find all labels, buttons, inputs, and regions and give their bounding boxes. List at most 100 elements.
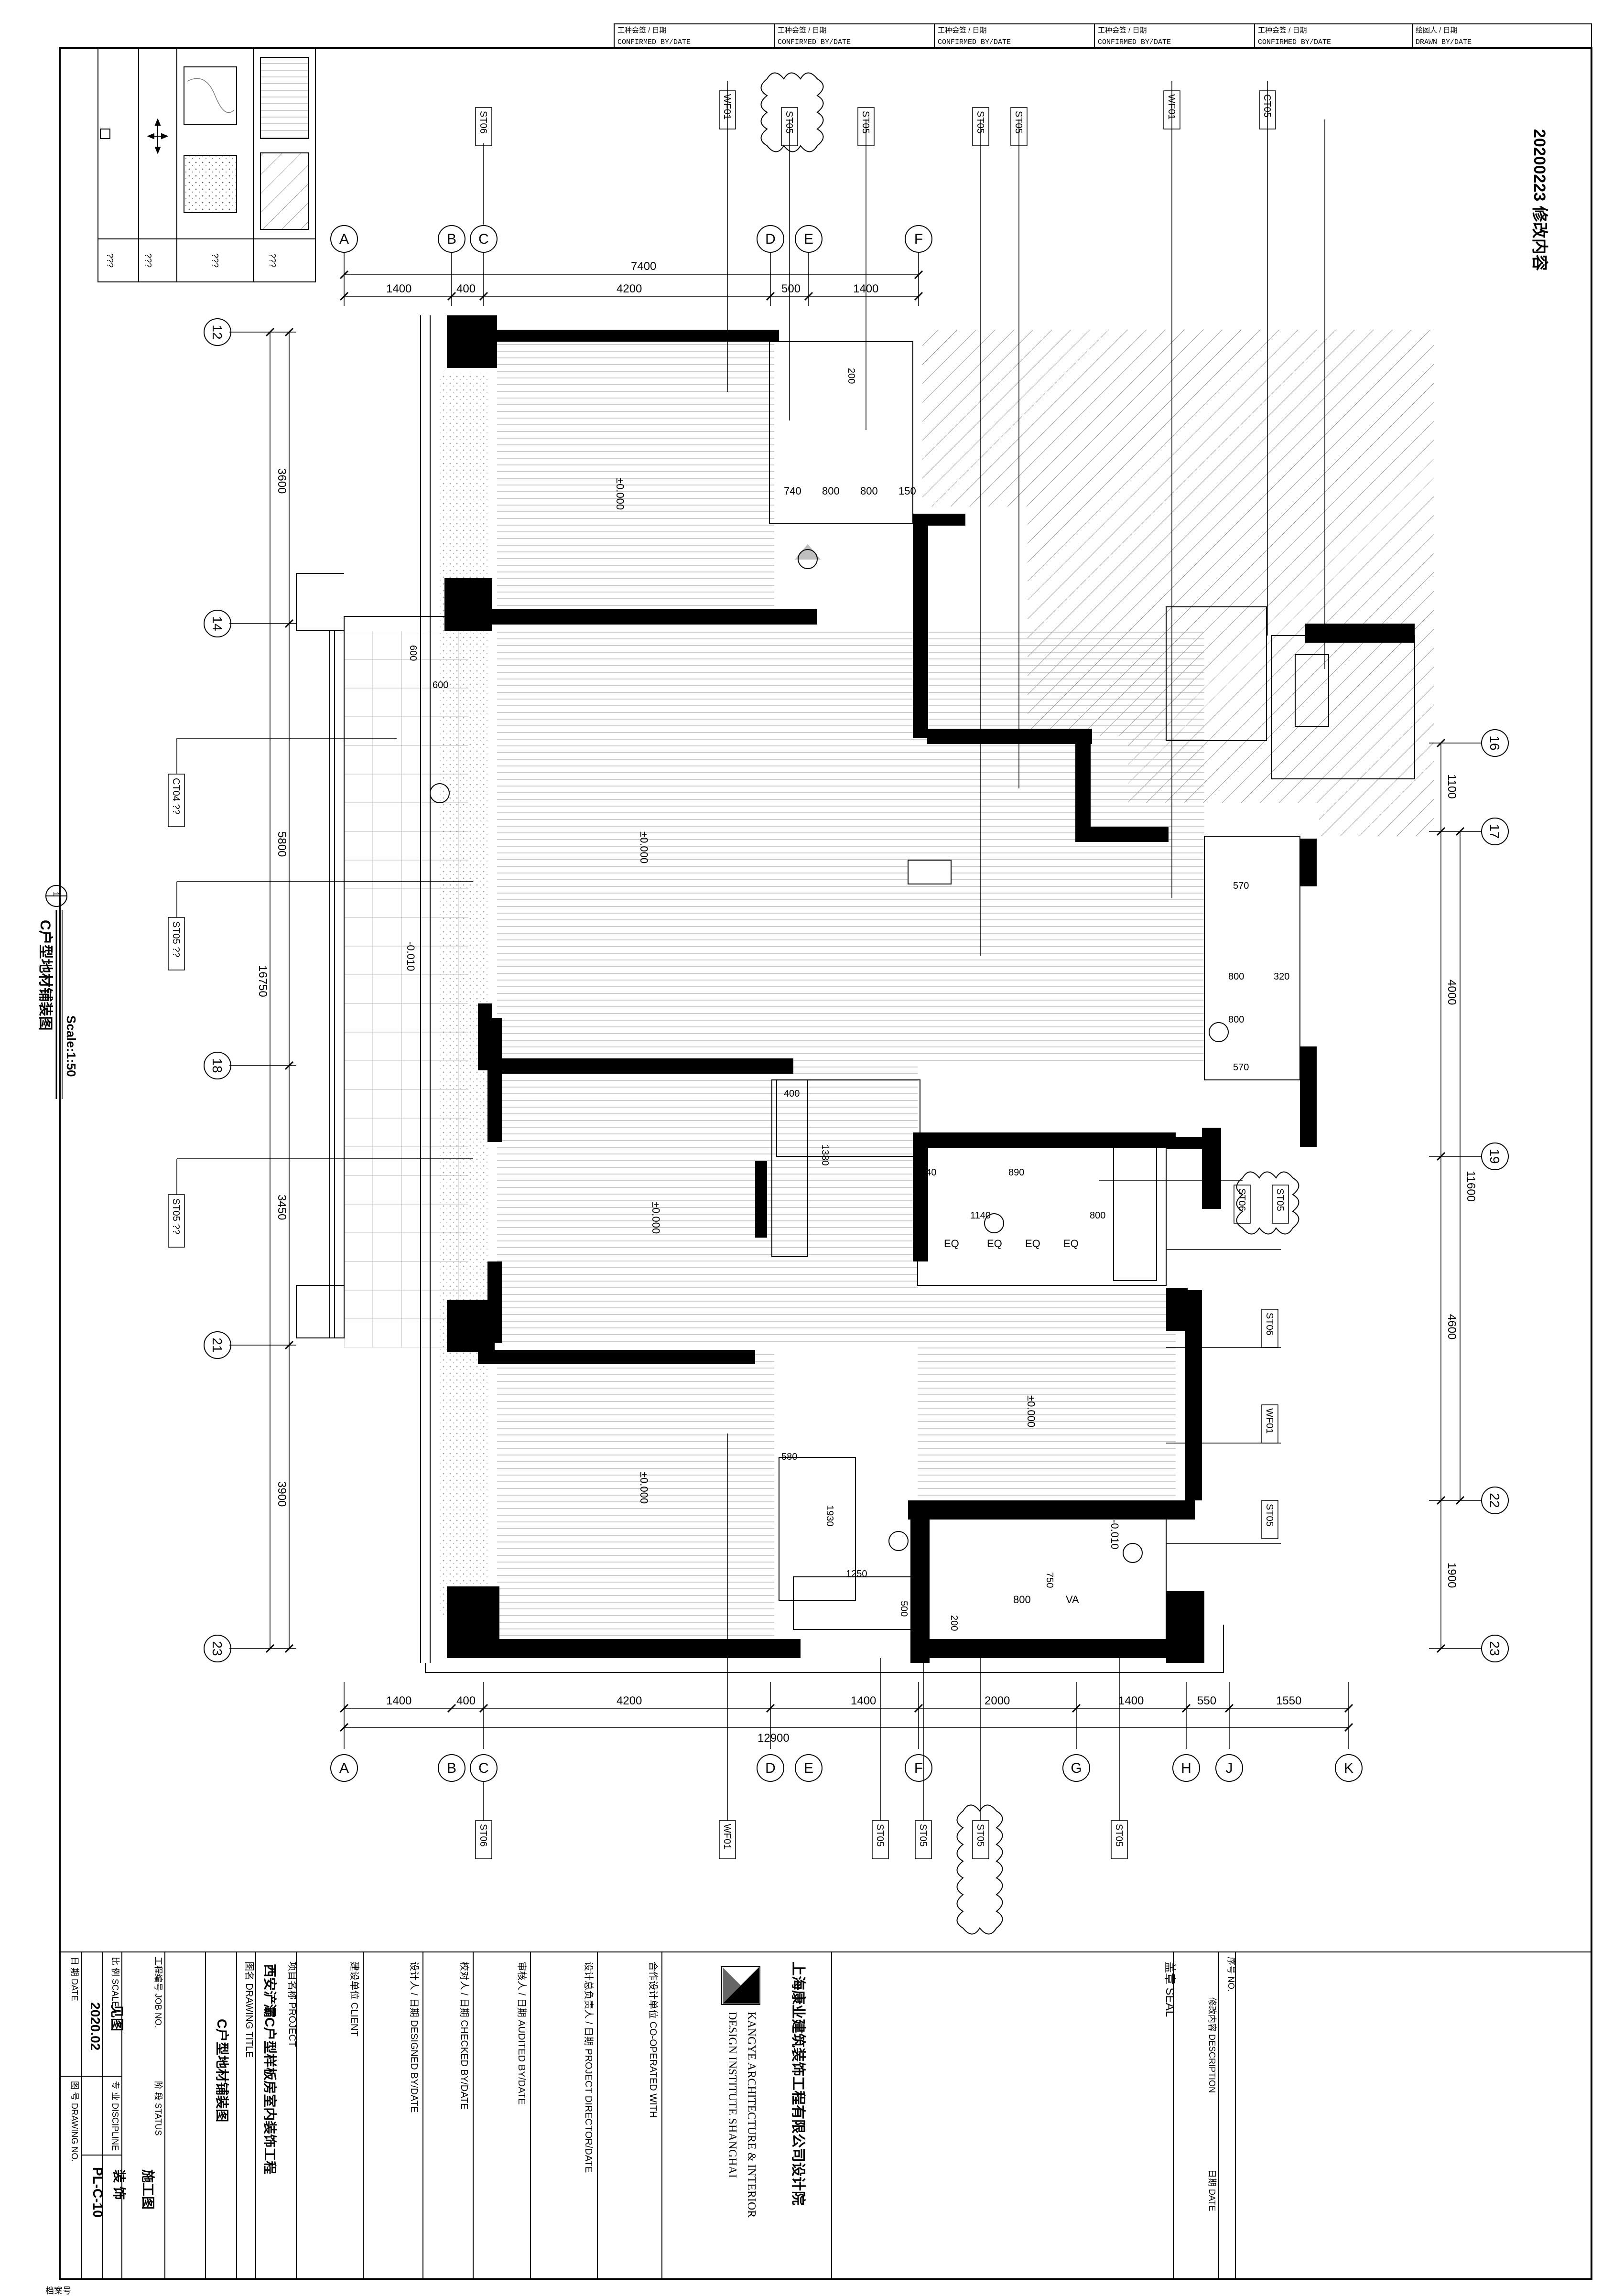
- tb-audited: 审核人 / 日期 AUDITED BY/DATE: [516, 1962, 527, 2105]
- tb-drawing-no-value: PL-C-10: [90, 2167, 105, 2218]
- approval-3-cn: 工种会签 / 日期: [1098, 26, 1147, 34]
- grid-left-21: 21: [210, 1337, 225, 1352]
- company-cn: 上海康业建筑装饰工程有限公司设计院: [790, 1962, 806, 2205]
- stone-swatch: [260, 152, 309, 230]
- sd-20: EQ: [1063, 1238, 1079, 1250]
- tag-left-2: ST05 ??: [171, 1198, 181, 1235]
- sd-6: 570: [1233, 881, 1249, 891]
- grid-bot-A: A: [339, 1760, 349, 1776]
- approval-2-en: CONFIRMED BY/DATE: [938, 38, 1011, 46]
- tb-rev-no: 序号 NO.: [1226, 1957, 1236, 1992]
- grid-top-A: A: [339, 231, 349, 247]
- level-3: ±0.000: [638, 1472, 650, 1504]
- tb-client: 建设单位 CLIENT: [349, 1962, 360, 2037]
- kitchen-island: [908, 860, 952, 884]
- tag-right-0: ST06: [1236, 1188, 1247, 1211]
- interior-partitions: [769, 341, 1415, 1644]
- tag-top-6: WF01: [1166, 94, 1177, 119]
- tag-bot-4: ST05: [975, 1824, 985, 1847]
- grid-right-17: 17: [1487, 824, 1502, 839]
- tb-scale-label: 比 例 SCALE: [110, 1957, 120, 2007]
- tb-status-label: 阶 段 STATUS: [153, 2081, 163, 2135]
- tag-top-4: ST05: [975, 111, 985, 134]
- sd-24: 800: [1013, 1594, 1031, 1606]
- drawing-title-side: [45, 885, 67, 1099]
- tb-discipline-label: 专 业 DISCIPLINE: [110, 2081, 120, 2151]
- sd-14: 890: [1008, 1167, 1024, 1178]
- structural-walls: [444, 315, 1415, 1663]
- sd-2: 800: [822, 485, 840, 497]
- small-dimensions: 200 740 800 800 150 600 600 570 800 320 …: [408, 368, 1289, 1631]
- tag-bot-3: ST05: [918, 1824, 928, 1847]
- legend-label-3: ???: [268, 253, 277, 268]
- material-tags-top: [475, 81, 1325, 956]
- dim-right-seg-1: 4000: [1445, 980, 1458, 1005]
- dim-bot-seg-7: 1550: [1276, 1694, 1301, 1707]
- tag-right-1: ST05: [1275, 1188, 1285, 1211]
- tb-drawing-no-label: 图 号 DRAWING NO.: [70, 2081, 79, 2162]
- sd-9: 800: [1228, 1014, 1244, 1025]
- approval-5-en: DRAWN BY/DATE: [1416, 38, 1472, 46]
- title-block-texts: 上海康业建筑装饰工程有限公司设计院 KANGYE ARCHITECTURE & …: [45, 1957, 1236, 2296]
- material-tags-right: [1099, 1171, 1299, 1544]
- material-legend: ??? ??? ??? ???: [97, 47, 316, 282]
- grid-left-18: 18: [210, 1058, 225, 1073]
- grid-left-12: 12: [210, 324, 225, 339]
- revision-note: 20200223 修改内容: [1530, 129, 1548, 271]
- tb-scale-value: 见图: [109, 2005, 124, 2031]
- revision-cloud-top: [760, 72, 824, 152]
- sd-7: 800: [1228, 971, 1244, 982]
- grid-bot-G: G: [1071, 1760, 1082, 1776]
- sd-10: 570: [1233, 1062, 1249, 1073]
- grid-top-B: B: [447, 231, 456, 247]
- balcony-outline: [296, 315, 1224, 1673]
- sd-3: 150: [898, 485, 916, 497]
- sd-22: 1930: [824, 1505, 835, 1527]
- sd-19: EQ: [1025, 1238, 1040, 1250]
- sd-18: EQ: [987, 1238, 1002, 1250]
- grid-bot-B: B: [447, 1760, 456, 1776]
- tag-right-2: ST06: [1264, 1313, 1275, 1336]
- sd-1: 740: [784, 485, 801, 497]
- approval-3-en: CONFIRMED BY/DATE: [1098, 38, 1171, 46]
- grid-bubbles-left: [204, 318, 231, 1662]
- sd-17: EQ: [944, 1238, 959, 1250]
- tag-bot-0: ST06: [478, 1824, 488, 1847]
- dim-left-seg-2: 3450: [275, 1195, 288, 1220]
- sd-16: 800: [1090, 1210, 1105, 1221]
- dim-top-seg-1: 400: [456, 282, 476, 295]
- tb-status-value: 施工图: [141, 2169, 155, 2210]
- sd-12: 1380: [820, 1144, 830, 1166]
- level-1: ±0.000: [638, 831, 650, 863]
- grid-right-19: 19: [1487, 1149, 1502, 1164]
- dim-bot-seg-1: 400: [456, 1694, 476, 1707]
- dims-right: [1436, 738, 1465, 1653]
- sd-8: 320: [1274, 971, 1289, 982]
- sd-4: 600: [408, 645, 418, 661]
- dim-right-seg-3: 1900: [1445, 1563, 1458, 1588]
- approval-4-en: CONFIRMED BY/DATE: [1258, 38, 1331, 46]
- sd-0: 200: [846, 368, 856, 384]
- dim-right-seg-2: 4600: [1445, 1314, 1458, 1339]
- grid-left-14: 14: [210, 616, 225, 631]
- tag-top-3: ST05: [860, 111, 871, 134]
- approval-4-cn: 工种会签 / 日期: [1258, 26, 1307, 34]
- grid-bot-C: C: [478, 1760, 489, 1776]
- level-2: ±0.000: [650, 1202, 662, 1234]
- grid-right-23: 23: [1487, 1641, 1502, 1656]
- sd-13: 1040: [915, 1167, 937, 1178]
- material-tags-bottom: [475, 1434, 1128, 1935]
- dims-bottom: [339, 1703, 1353, 1732]
- tag-top-1: WF01: [722, 94, 732, 119]
- tag-right-4: ST05: [1264, 1504, 1275, 1527]
- dims-top: [339, 270, 923, 301]
- grid-bot-D: D: [765, 1760, 776, 1776]
- company-en2: DESIGN INSTITUTE SHANGHAI: [726, 2012, 738, 2178]
- grid-right-22: 22: [1487, 1493, 1502, 1508]
- tag-top-0: ST06: [478, 111, 488, 134]
- side-scale: Scale:1:50: [64, 1015, 78, 1077]
- side-drawing-title: C户型地材铺装图: [37, 920, 53, 1031]
- approval-5-cn: 绘图人 / 日期: [1416, 26, 1458, 34]
- approval-2-cn: 工种会签 / 日期: [938, 26, 987, 34]
